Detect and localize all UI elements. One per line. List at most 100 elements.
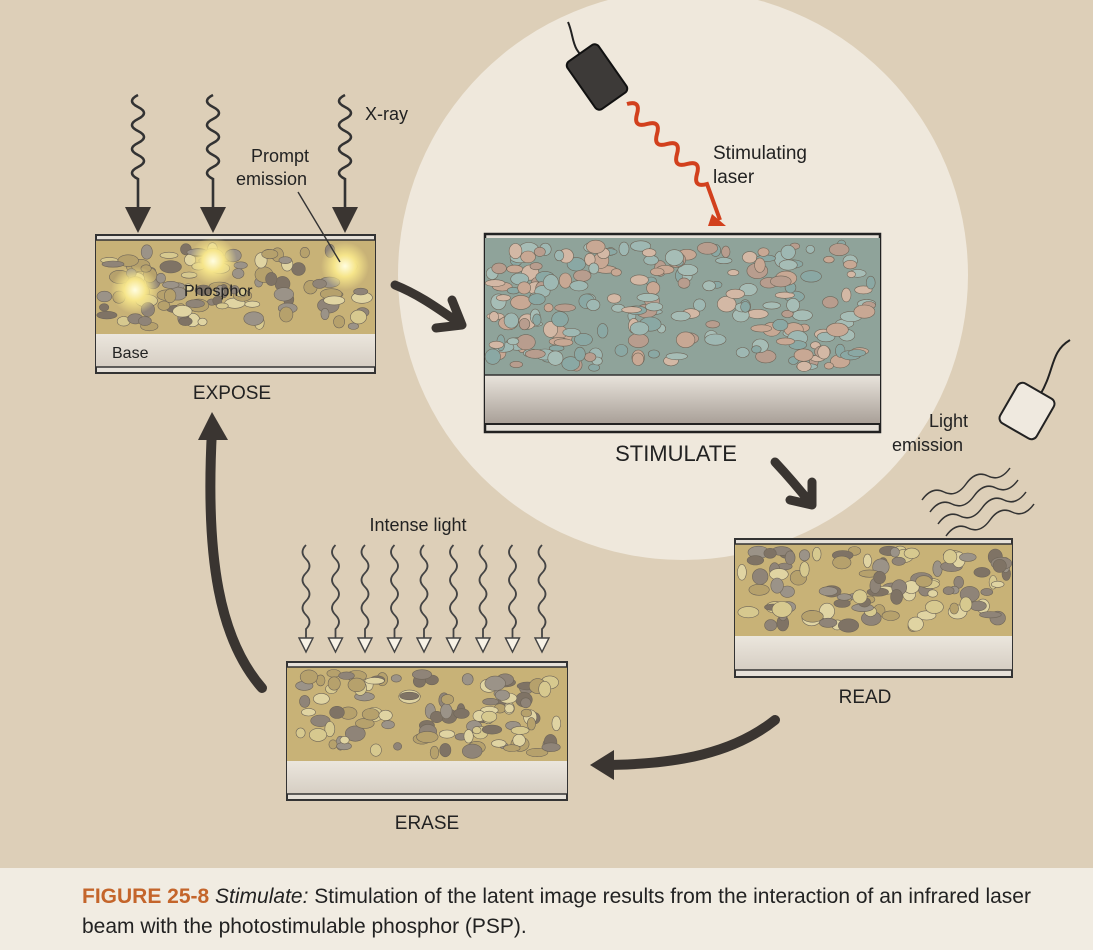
phosphor-particle bbox=[265, 272, 278, 286]
phosphor-particle bbox=[824, 362, 834, 370]
phosphor-particle bbox=[197, 317, 208, 326]
phosphor-particle bbox=[646, 281, 661, 296]
intense-light-wave bbox=[537, 544, 547, 640]
phosphor-particle bbox=[216, 302, 229, 310]
phosphor-particle bbox=[554, 249, 565, 262]
phosphor-particle bbox=[705, 320, 720, 329]
expose-plate bbox=[95, 234, 376, 374]
phosphor-particle bbox=[543, 303, 554, 313]
phosphor-particle bbox=[677, 264, 699, 276]
phosphor-particle bbox=[693, 298, 706, 312]
phosphor-particle bbox=[411, 669, 432, 680]
phosphor-particle bbox=[162, 280, 180, 289]
intense-light-arrowhead bbox=[504, 637, 521, 654]
phosphor-particle bbox=[313, 693, 330, 705]
phosphor-particle bbox=[915, 575, 933, 588]
phosphor-particle bbox=[805, 245, 815, 254]
phosphor-particle bbox=[837, 618, 859, 633]
phosphor-particle bbox=[618, 241, 630, 256]
phosphor-particle bbox=[843, 260, 858, 270]
phosphor-particle bbox=[610, 268, 622, 277]
phosphor-particle bbox=[488, 340, 505, 349]
phosphor-particle bbox=[393, 742, 402, 751]
intense-light-arrowhead bbox=[474, 637, 492, 654]
phosphor-particle bbox=[159, 251, 179, 259]
phosphor-particle bbox=[529, 262, 543, 271]
phosphor-particle bbox=[780, 244, 796, 260]
phosphor-particle bbox=[822, 296, 839, 309]
phosphor-particle bbox=[980, 588, 994, 596]
xray-waves bbox=[125, 93, 358, 233]
phosphor-particle bbox=[323, 295, 346, 306]
phosphor-particle bbox=[361, 708, 380, 721]
phosphor-particle bbox=[504, 703, 515, 714]
phosphor-particle bbox=[324, 721, 336, 737]
phosphor-particle bbox=[763, 547, 777, 559]
phosphor-particle bbox=[762, 301, 781, 310]
phosphor-particle bbox=[890, 547, 900, 558]
light-emission-label-line2: emission bbox=[892, 435, 963, 455]
phosphor-particle bbox=[716, 296, 737, 313]
phosphor-particle bbox=[96, 311, 118, 320]
phosphor-particle bbox=[338, 671, 355, 680]
phosphor-particle bbox=[677, 277, 691, 289]
phosphor-particle bbox=[453, 708, 470, 719]
phosphor-particle bbox=[636, 293, 660, 302]
phosphor-particle bbox=[574, 346, 586, 362]
phosphor-particle bbox=[770, 577, 784, 594]
phosphor-particle bbox=[506, 337, 520, 346]
phosphor-particle bbox=[925, 600, 944, 614]
light-emission-waves bbox=[921, 467, 1035, 537]
intense-light-arrowhead bbox=[445, 637, 462, 654]
phosphor-particle bbox=[852, 589, 868, 604]
phosphor-particle bbox=[586, 299, 601, 311]
phosphor-particle bbox=[295, 727, 306, 739]
phosphor-particle bbox=[509, 360, 523, 368]
phosphor-particle bbox=[172, 305, 193, 318]
phosphor-particle bbox=[628, 333, 649, 348]
phosphor-particle bbox=[301, 708, 316, 717]
phosphor-particle bbox=[482, 697, 499, 706]
phosphor-particle bbox=[648, 349, 660, 359]
phosphor-particle bbox=[520, 250, 536, 264]
phosphor-particle bbox=[727, 269, 740, 276]
phosphor-particle bbox=[291, 262, 306, 276]
prompt-emission-pointer bbox=[297, 191, 341, 263]
phosphor-particle bbox=[770, 275, 792, 288]
phosphor-particle bbox=[333, 315, 345, 329]
phosphor-particle bbox=[841, 287, 852, 303]
phosphor-particle bbox=[607, 293, 622, 304]
xray-wave-1 bbox=[125, 93, 151, 233]
phosphor-particle bbox=[159, 260, 182, 274]
phosphor-particle bbox=[364, 677, 385, 685]
phosphor-particle bbox=[585, 239, 606, 254]
phosphor-particle bbox=[737, 606, 760, 619]
phosphor-particle bbox=[508, 243, 523, 259]
phosphor-particle bbox=[183, 283, 193, 292]
phosphor-particle bbox=[461, 673, 474, 686]
phosphor-particle bbox=[438, 729, 455, 739]
caption-lead: Stimulate: bbox=[215, 885, 309, 908]
phosphor-particle bbox=[642, 248, 657, 257]
phosphor-particle bbox=[155, 272, 166, 284]
phosphor-particle bbox=[101, 260, 125, 268]
phosphor-particle bbox=[347, 677, 366, 693]
phosphor-particle bbox=[757, 247, 770, 257]
xray-wave-2 bbox=[200, 93, 226, 233]
phosphor-particle bbox=[491, 739, 507, 748]
phosphor-particle bbox=[561, 356, 580, 371]
intense-light-wave bbox=[508, 544, 517, 640]
phosphor-particle bbox=[439, 743, 452, 758]
phosphor-particle bbox=[754, 257, 766, 273]
phosphor-particle bbox=[826, 322, 849, 337]
phosphor-particle bbox=[543, 321, 558, 338]
arrow-expose-to-stimulate bbox=[390, 280, 467, 333]
phosphor-particle bbox=[353, 287, 369, 296]
phosphor-particle bbox=[299, 695, 311, 708]
phosphor-particle bbox=[96, 290, 113, 303]
phosphor-particle bbox=[350, 309, 367, 325]
phosphor-particle bbox=[665, 352, 688, 361]
phosphor-particle bbox=[381, 720, 395, 730]
phosphor-particle bbox=[588, 262, 600, 275]
